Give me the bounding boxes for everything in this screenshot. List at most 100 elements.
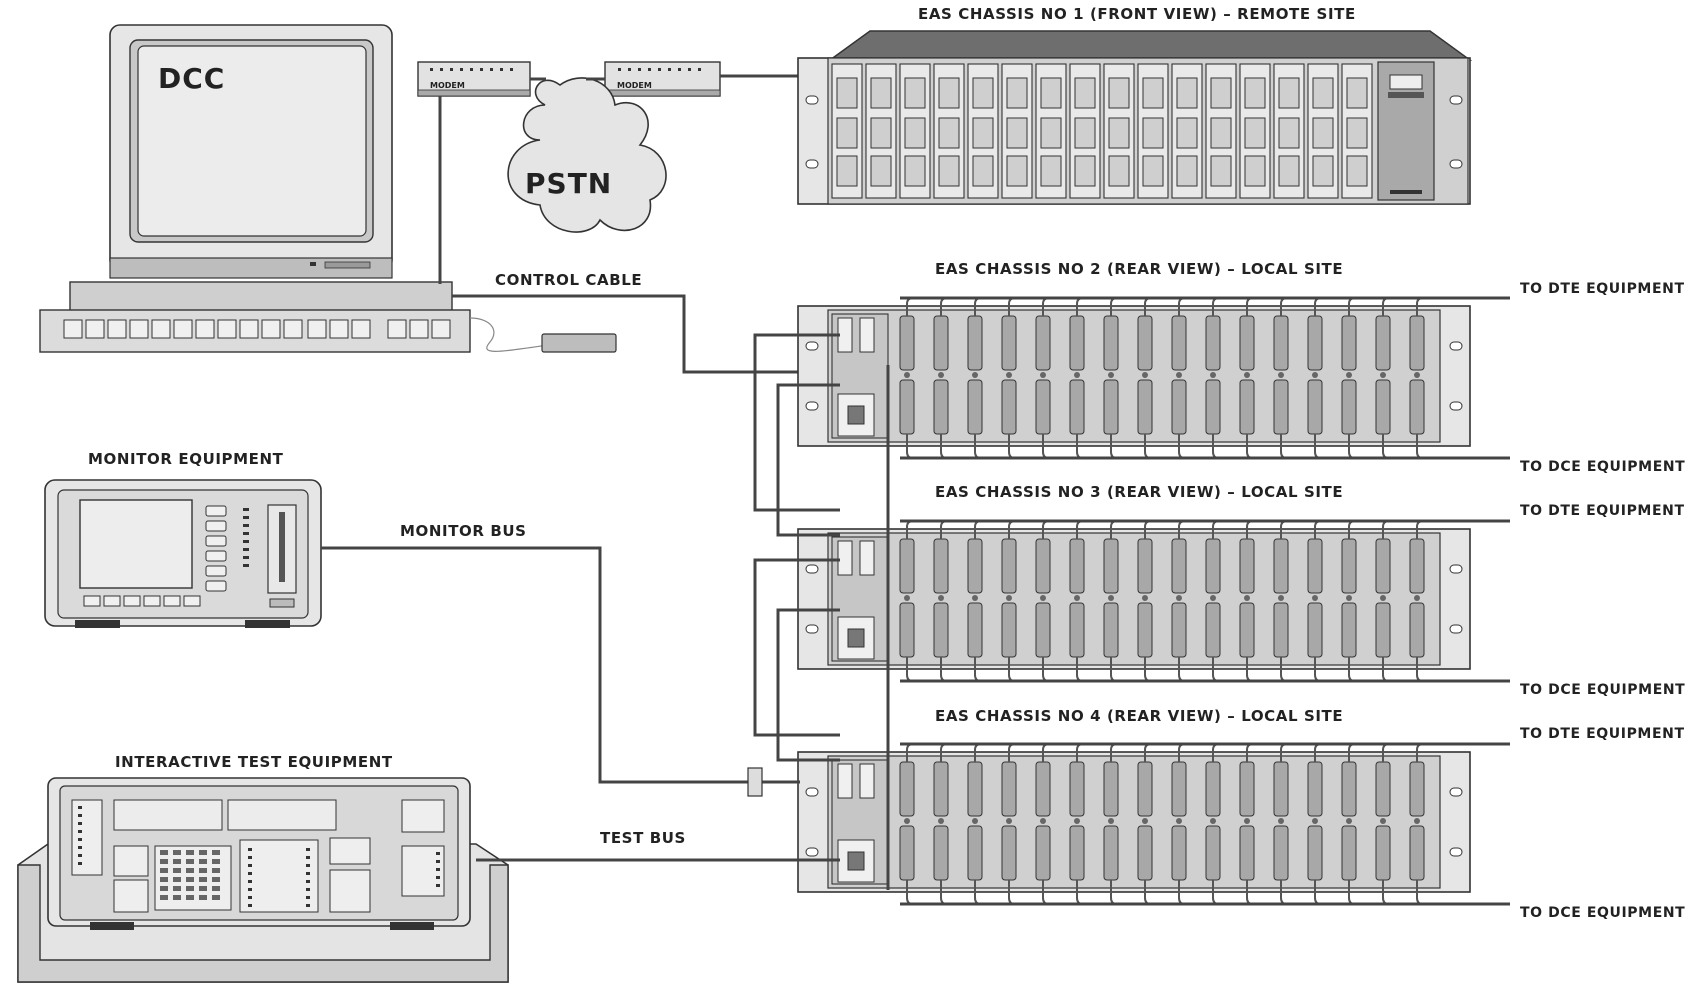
keypad-key <box>186 886 194 891</box>
chassis-4-dce-connector <box>1172 826 1186 880</box>
ite-led <box>248 896 252 899</box>
modem-led <box>678 68 681 71</box>
eas-chassis-2-rear: EAS CHASSIS NO 2 (REAR VIEW) – LOCAL SIT… <box>798 260 1510 458</box>
chassis-4-dte-connector <box>1206 762 1220 816</box>
chassis-2-dte-connector <box>900 316 914 370</box>
chassis-4-screw <box>1142 818 1148 824</box>
interactive-test-equipment-title: INTERACTIVE TEST EQUIPMENT <box>115 753 393 771</box>
ite-led <box>306 904 310 907</box>
chassis-1-card-window <box>1313 156 1333 186</box>
keyboard-key <box>108 320 126 338</box>
chassis-4-dte-connector <box>900 762 914 816</box>
chassis-2-screw <box>904 372 910 378</box>
keypad-key <box>160 859 168 864</box>
chassis-2-mount-hole <box>806 342 818 350</box>
dcc-keyboard <box>40 282 616 352</box>
monitor-led <box>243 532 249 535</box>
chassis-2-dce-connector <box>934 380 948 434</box>
chassis-3-screw <box>1312 595 1318 601</box>
chassis-3-screw <box>972 595 978 601</box>
chassis-4-dte-connector <box>1274 762 1288 816</box>
chassis-3-mount-hole <box>806 565 818 573</box>
modem-led <box>648 68 651 71</box>
chassis-1-card-window <box>1313 78 1333 108</box>
modem-led <box>668 68 671 71</box>
chassis-1-card-window <box>1347 156 1367 186</box>
keypad-key <box>199 868 207 873</box>
keypad-key <box>199 877 207 882</box>
chassis-2-title: EAS CHASSIS NO 2 (REAR VIEW) – LOCAL SIT… <box>935 260 1343 278</box>
chassis-4-screw <box>1380 818 1386 824</box>
chassis-2-power-pins <box>848 406 864 424</box>
chassis-2-dte-connector <box>1138 316 1152 370</box>
chassis-3-power-pins <box>848 629 864 647</box>
keypad-key <box>160 877 168 882</box>
chassis-2-dte-connector <box>1240 316 1254 370</box>
ite-led <box>78 814 82 817</box>
modem-led <box>628 68 631 71</box>
keypad-key <box>173 895 181 900</box>
ite-led <box>78 806 82 809</box>
chassis-3-dte-connector <box>1070 539 1084 593</box>
ite-led <box>248 864 252 867</box>
chassis-4-title: EAS CHASSIS NO 4 (REAR VIEW) – LOCAL SIT… <box>935 707 1343 725</box>
chassis-3-screw <box>1278 595 1284 601</box>
chassis-3-dce-connector <box>934 603 948 657</box>
chassis-3-screw <box>1244 595 1250 601</box>
chassis-3-dte-connector <box>1002 539 1016 593</box>
chassis-4-dce-connector <box>1070 826 1084 880</box>
ite-led <box>248 848 252 851</box>
chassis-3-screw <box>1108 595 1114 601</box>
chassis-2-screw <box>1074 372 1080 378</box>
chassis-2-dce-connector <box>1308 380 1322 434</box>
chassis-4-dce-connector <box>1104 826 1118 880</box>
chassis-3-dce-connector <box>968 603 982 657</box>
ite-led <box>248 872 252 875</box>
chassis-2-screw <box>1176 372 1182 378</box>
chassis-2-screw <box>1210 372 1216 378</box>
chassis-4-screw <box>1108 818 1114 824</box>
chassis-3-dce-connector <box>1002 603 1016 657</box>
chassis-3-mount-hole <box>1450 565 1462 573</box>
monitor-led <box>243 508 249 511</box>
monitor-side-button <box>206 536 226 546</box>
chassis-4-dte-connector <box>1342 762 1356 816</box>
chassis-4-dce-connector <box>1274 826 1288 880</box>
chassis-3-screw <box>904 595 910 601</box>
chassis-1-card-window <box>973 156 993 186</box>
chassis-1-card-window <box>1075 78 1095 108</box>
chassis-4-dte-connector <box>1138 762 1152 816</box>
chassis-3-dce-connector <box>900 603 914 657</box>
chassis-3-dte-connector <box>968 539 982 593</box>
chassis-2-dce-connector <box>968 380 982 434</box>
keypad-key <box>199 895 207 900</box>
chassis-4-dce-connector <box>1206 826 1220 880</box>
ite-led <box>248 856 252 859</box>
keypad-key <box>199 886 207 891</box>
modem-led <box>688 68 691 71</box>
chassis-3-dce-connector <box>1138 603 1152 657</box>
chassis-1-card-window <box>1211 118 1231 148</box>
chassis-2-dce-connector <box>900 380 914 434</box>
chassis-1-title: EAS CHASSIS NO 1 (FRONT VIEW) – REMOTE S… <box>918 5 1356 23</box>
chassis-3-dte-connector <box>934 539 948 593</box>
chassis-2-dte-connector <box>1036 316 1050 370</box>
chassis-3-screw <box>1006 595 1012 601</box>
keypad-key <box>186 895 194 900</box>
monitor-button <box>124 596 140 606</box>
chassis-2-screw <box>1346 372 1352 378</box>
chassis-2-dce-connector <box>1274 380 1288 434</box>
chassis-3-screw <box>1380 595 1386 601</box>
chassis-1-card-window <box>1313 118 1333 148</box>
chassis-1-card-window <box>1279 78 1299 108</box>
chassis-1-card-window <box>1143 118 1163 148</box>
chassis-2-screw <box>1040 372 1046 378</box>
chassis-1-card-window <box>1177 156 1197 186</box>
to-dce-label-2: TO DCE EQUIPMENT <box>1520 682 1685 698</box>
chassis-2-dte-connector <box>1104 316 1118 370</box>
test-bus-label: TEST BUS <box>600 829 686 847</box>
keypad-key <box>212 895 220 900</box>
ite-led <box>306 880 310 883</box>
chassis-2-dte-connector <box>1172 316 1186 370</box>
chassis-3-dce-connector <box>1172 603 1186 657</box>
